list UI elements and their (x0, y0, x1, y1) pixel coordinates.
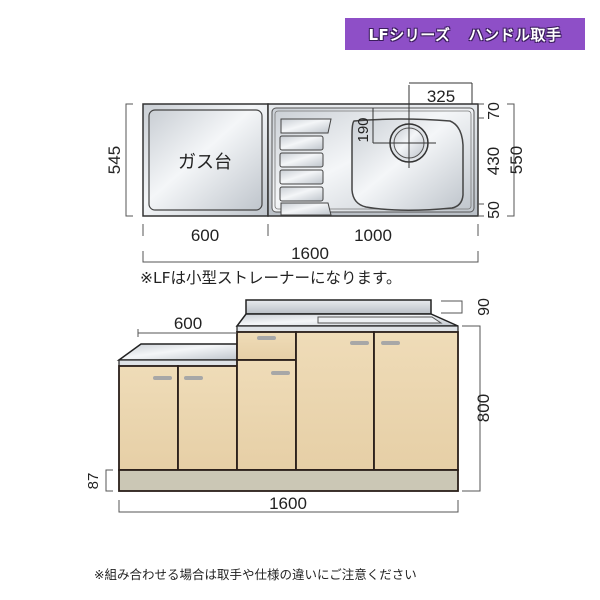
dim-height: 800 (474, 394, 493, 422)
dim-plinth: 87 (85, 473, 102, 490)
dim-width-gas: 600 (191, 226, 219, 245)
dim-bowl-depth: 430 (484, 147, 503, 175)
drainboard-ribs (279, 118, 332, 216)
handles (153, 336, 400, 380)
backsplash (245, 299, 432, 315)
dim-drain-y: 190 (355, 117, 372, 142)
sink-door-left (295, 331, 375, 471)
dim-depth-left: 545 (105, 146, 124, 174)
dim-front-edge: 50 (486, 201, 503, 219)
handle-label: ハンドル取手 (468, 25, 562, 44)
dim-width-total: 1600 (291, 244, 329, 263)
dim-back-edge: 70 (486, 102, 503, 120)
strainer-note: ※LFは小型ストレーナーになります。 (140, 269, 402, 287)
top-view: ガス台 325 190 545 70 430 50 550 600 1000 1… (105, 82, 526, 263)
dim-total-width: 1600 (269, 494, 307, 513)
dim-gas-width: 600 (174, 314, 202, 333)
sink-door-right (373, 331, 459, 471)
front-view: 600 90 800 87 1600 (85, 298, 493, 513)
sink-bowl (351, 118, 464, 211)
dim-width-sink: 1000 (354, 226, 392, 245)
sink-door-small (236, 359, 297, 471)
footer-note: ※組み合わせる場合は取手や仕様の違いにご注意ください (94, 567, 417, 582)
gas-door-left (118, 365, 179, 471)
gas-area-label: ガス台 (178, 152, 232, 172)
series-badge: LFシリーズ ハンドル取手 (345, 18, 585, 50)
series-label: LFシリーズ (368, 25, 451, 44)
dim-depth-right: 550 (507, 146, 526, 174)
dim-drain-x: 325 (427, 87, 455, 106)
dim-backsplash: 90 (476, 298, 493, 316)
plinth (118, 469, 459, 492)
gas-door-right (177, 365, 238, 471)
